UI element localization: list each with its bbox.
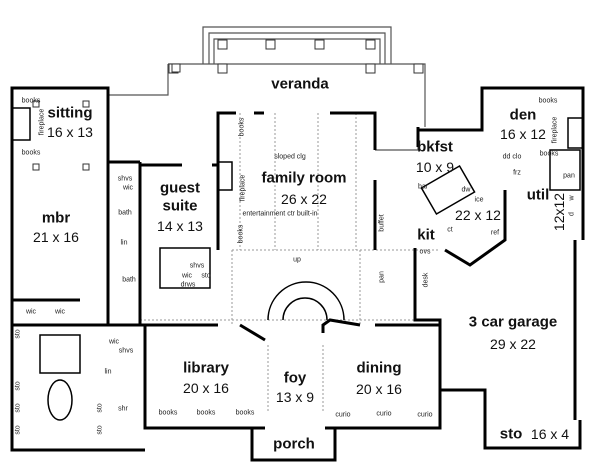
room-name-util: util: [526, 186, 550, 204]
room-size-den: 16 x 12: [500, 126, 546, 142]
label-ct: ct: [447, 226, 453, 234]
room-name-den: den: [509, 106, 537, 124]
label-sto: sto: [96, 403, 104, 413]
label-frz: frz: [513, 169, 521, 177]
room-name-foy: foy: [283, 369, 307, 387]
label-curio: curio: [335, 411, 351, 419]
room-size-family-room: 26 x 22: [281, 191, 327, 207]
room-name-dining: dining: [356, 359, 402, 377]
room-size-garage: 29 x 22: [490, 336, 536, 352]
label-sto: sto: [96, 425, 104, 435]
label-sloped-clg: sloped clg: [274, 153, 306, 161]
room-name-kit: kit: [417, 226, 435, 244]
label-shvs: shvs: [117, 175, 133, 183]
label-sto: sto: [201, 272, 211, 280]
label-desk: desk: [422, 272, 430, 288]
label-wic: wic: [108, 338, 120, 346]
room-name-sitting: sitting: [47, 104, 93, 122]
label-books: books: [238, 117, 246, 137]
label-wic: wic: [122, 184, 134, 192]
label-fireplace: fireplace: [38, 108, 46, 136]
label-shvs: shvs: [189, 262, 205, 270]
label-books: books: [539, 150, 559, 158]
label-ice: ice: [474, 196, 484, 204]
label-wic: wic: [25, 308, 37, 316]
label-entertainment-ctr: entertainment ctr built-in: [242, 210, 318, 218]
label-w: w: [568, 195, 576, 201]
label-bath: bath: [118, 209, 132, 217]
label-bar: bar: [417, 183, 429, 191]
label-shvs: shvs: [118, 347, 134, 355]
label-pan: pan: [378, 271, 386, 283]
label-wic: wic: [181, 272, 193, 280]
room-name-bkfst: bkfst: [417, 138, 453, 156]
room-size-kit: 22 x 12: [455, 207, 501, 223]
room-name-guest-suite-1: guest: [159, 179, 201, 197]
label-shr: shr: [118, 405, 128, 413]
label-lin: lin: [104, 368, 112, 376]
room-name-library: library: [183, 359, 229, 377]
label-ref: ref: [490, 229, 500, 237]
room-name-family-room: family room: [261, 169, 347, 187]
room-size-library: 20 x 16: [183, 380, 229, 396]
label-sto: sto: [14, 403, 22, 413]
label-buffet: buffet: [378, 214, 386, 232]
label-books: books: [196, 409, 216, 417]
label-ovs: ovs: [419, 248, 431, 256]
label-books: books: [235, 409, 255, 417]
label-fireplace: fireplace: [551, 116, 559, 144]
room-size-bkfst: 10 x 9: [415, 159, 455, 175]
room-size-mbr: 21 x 16: [33, 229, 79, 245]
label-dd-clo: dd clo: [502, 153, 522, 161]
label-pan: pan: [563, 172, 575, 180]
room-name-veranda: veranda: [271, 75, 329, 93]
label-sto: sto: [14, 425, 22, 435]
label-lin: lin: [120, 239, 128, 247]
label-books: books: [538, 97, 558, 105]
label-books: books: [158, 409, 178, 417]
room-size-dining: 20 x 16: [356, 381, 402, 397]
label-wic: wic: [54, 308, 66, 316]
label-bath: bath: [122, 276, 136, 284]
label-books: books: [21, 97, 41, 105]
label-fireplace: fireplace: [239, 174, 247, 202]
label-books: books: [21, 149, 41, 157]
room-size-guest-suite: 14 x 13: [157, 218, 203, 234]
room-name-mbr: mbr: [41, 209, 71, 227]
room-name-sto: sto: [499, 425, 523, 443]
room-size-sto: 16 x 4: [530, 426, 570, 442]
label-books: books: [237, 224, 245, 244]
label-curio: curio: [417, 411, 433, 419]
room-name-garage: 3 car garage: [468, 313, 558, 331]
label-curio: curio: [376, 410, 392, 418]
label-sto: sto: [14, 381, 22, 391]
room-size-sitting: 16 x 13: [47, 124, 93, 140]
room-name-porch: porch: [273, 435, 315, 453]
label-drws: drws: [180, 281, 196, 289]
room-size-foy: 13 x 9: [275, 389, 315, 405]
label-sto: sto: [14, 329, 22, 339]
room-name-guest-suite-2: suite: [162, 197, 198, 215]
label-up: up: [293, 256, 301, 264]
room-size-util: 12x12: [551, 192, 567, 232]
label-dw: dw: [461, 186, 471, 194]
label-d: d: [568, 212, 576, 216]
